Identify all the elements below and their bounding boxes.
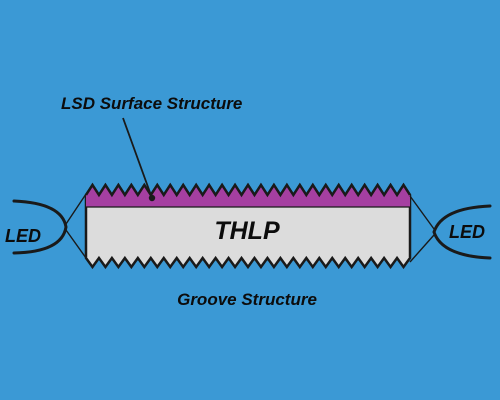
left-led-beam-top	[65, 193, 87, 225]
lsd-surface-teeth-outline	[84, 182, 412, 198]
left-led	[12, 193, 87, 259]
right-led-beam-bottom	[409, 234, 435, 263]
lsd-leader-dot	[148, 194, 156, 202]
lsd-surface-label: LSD Surface Structure	[61, 94, 242, 113]
left-led-label: LED	[5, 226, 41, 246]
thlp-label: THLP	[214, 217, 280, 245]
right-led	[409, 195, 492, 263]
left-led-lens-icon	[12, 199, 68, 255]
right-led-label: LED	[449, 222, 485, 242]
left-led-beam-bottom	[65, 229, 87, 259]
lsd-leader-line	[122, 117, 153, 199]
right-led-lens-icon	[432, 204, 492, 260]
groove-structure-label: Groove Structure	[177, 290, 317, 309]
right-led-beam-top	[409, 195, 435, 230]
